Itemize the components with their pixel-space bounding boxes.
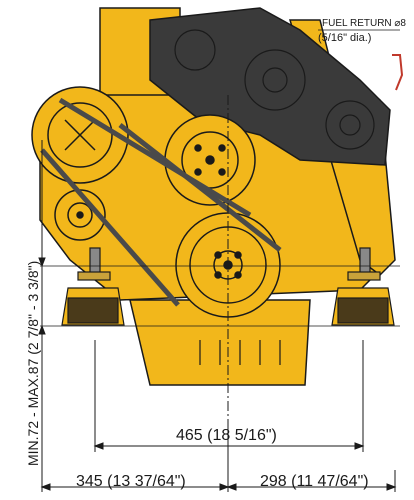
- width-dimension-line: [93, 340, 365, 452]
- right-dimension-label: 298 (11 47/64"): [260, 473, 369, 490]
- drive-belts: [40, 97, 282, 307]
- bottom-dimension-line: [40, 420, 397, 492]
- height-dimension-label: MIN.72 - MAX.87 (2 7/8" - 3 3/8"): [25, 260, 41, 466]
- engine-mount-right: [331, 247, 395, 326]
- left-dimension-label: 345 (13 37/64"): [76, 473, 186, 490]
- sump-ribs: [199, 340, 281, 365]
- height-dimension-line: [38, 140, 46, 480]
- fuel-return-fitting: [392, 54, 404, 91]
- fuel-return-line1: FUEL RETURN ⌀8: [322, 18, 406, 29]
- fuel-return-line2: (5/16" dia.): [318, 32, 372, 44]
- fuel-return-dia-label: (5/16" dia.): [318, 33, 371, 44]
- timing-cover-circles: [174, 29, 375, 150]
- idler-pulley: [54, 189, 106, 241]
- timing-cover: [149, 7, 391, 166]
- width-dimension-label: 465 (18 5/16"): [176, 427, 277, 444]
- water-pump-pulley: [164, 114, 256, 206]
- fuel-return-label: FUEL RETURN ⌀8: [322, 19, 406, 29]
- engine-mount-left: [61, 247, 125, 326]
